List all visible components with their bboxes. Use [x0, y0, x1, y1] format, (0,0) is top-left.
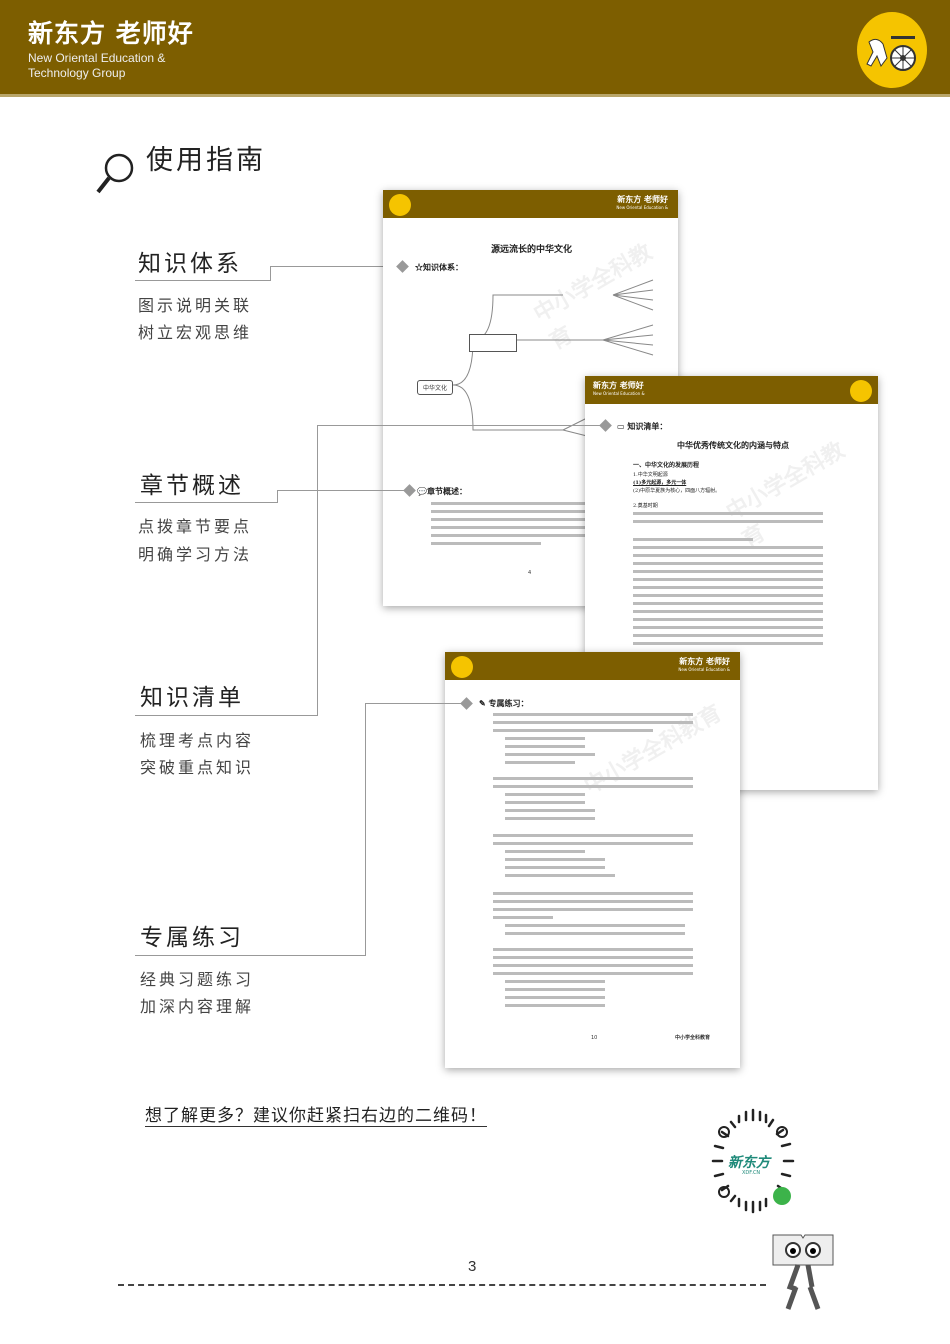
qr-brand-sub: XDF.CN: [742, 1170, 761, 1176]
chariot-logo-icon: [451, 656, 473, 678]
connector: [365, 703, 465, 704]
brand-en-line: New Oriental Education &: [28, 51, 166, 65]
thumb-line: (1)多元起源，多元一体: [633, 480, 687, 486]
connector: [277, 490, 278, 503]
dashed-divider: [118, 1284, 766, 1286]
qr-code[interactable]: 新东方 XDF.CN: [698, 1106, 808, 1218]
thumb-line: (2)中原华夏族为核心，四面八方辐射。: [633, 488, 721, 494]
thumb-section: ☆知识体系：: [415, 262, 463, 272]
mindmap-node: [469, 334, 517, 352]
chariot-logo-icon: [389, 194, 411, 216]
mindmap-branches: [453, 279, 654, 441]
mindmap-center: 中华文化: [417, 380, 454, 395]
section-line: 树立宏观思维: [138, 323, 253, 342]
connector: [135, 715, 318, 716]
connector: [135, 280, 271, 281]
qr-prompt: 想了解更多？建议你赶紧扫右边的二维码！: [145, 1101, 487, 1127]
section-line: 经典习题练习: [140, 970, 255, 989]
connector: [365, 703, 366, 956]
header-banner: 新东方 老师好 New Oriental Education &Technolo…: [0, 0, 950, 97]
section-line: 加深内容理解: [140, 997, 255, 1016]
brand-english: New Oriental Education &Technology Group: [28, 51, 165, 81]
thumb-page-number: 10: [591, 1035, 598, 1041]
thumb-title: 源远流长的中华文化: [491, 245, 573, 255]
thumb-title: 中华优秀传统文化的内涵与特点: [677, 440, 789, 450]
connector: [277, 490, 407, 491]
thumb-overview: 💬章节概述：: [417, 486, 467, 496]
magnifier-icon: [95, 150, 137, 200]
section-line: 点拨章节要点: [138, 517, 253, 536]
thumb-line: 1.中华文明起源: [633, 472, 668, 478]
thumb-line: 2.奠基时期: [633, 503, 658, 509]
qr-brand-logo: 新东方: [728, 1155, 770, 1171]
thumb-section: ✎ 专属练习：: [479, 698, 529, 708]
section-line: 明确学习方法: [138, 545, 253, 564]
section-title: 知识体系: [138, 251, 242, 277]
connector: [135, 955, 366, 956]
section-title: 专属练习: [140, 925, 244, 951]
connector: [270, 266, 400, 267]
thumb-page-number: 4: [528, 570, 532, 576]
thumb-footer: 中小学全科教育: [675, 1035, 711, 1041]
thumb-heading: 一、中华文化的发展历程: [633, 462, 700, 469]
chariot-logo-icon: [850, 380, 872, 402]
section-line: 突破重点知识: [140, 758, 255, 777]
brand-en-line: Technology Group: [28, 66, 126, 80]
section-title: 章节概述: [140, 473, 244, 499]
connector: [317, 425, 318, 716]
section-title: 知识清单: [140, 685, 244, 711]
brand-name: 新东方 老师好: [28, 19, 194, 48]
connector: [317, 425, 602, 426]
thumb-section: ▭ 知识清单：: [617, 421, 668, 431]
guide-title: 使用指南: [146, 145, 266, 176]
page-number: 3: [468, 1258, 477, 1275]
connector: [270, 266, 271, 281]
chariot-logo-icon: [857, 12, 927, 88]
section-line: 图示说明关联: [138, 296, 253, 315]
connector: [135, 502, 278, 503]
book-mascot-icon: [768, 1230, 838, 1319]
section-line: 梳理考点内容: [140, 731, 255, 750]
